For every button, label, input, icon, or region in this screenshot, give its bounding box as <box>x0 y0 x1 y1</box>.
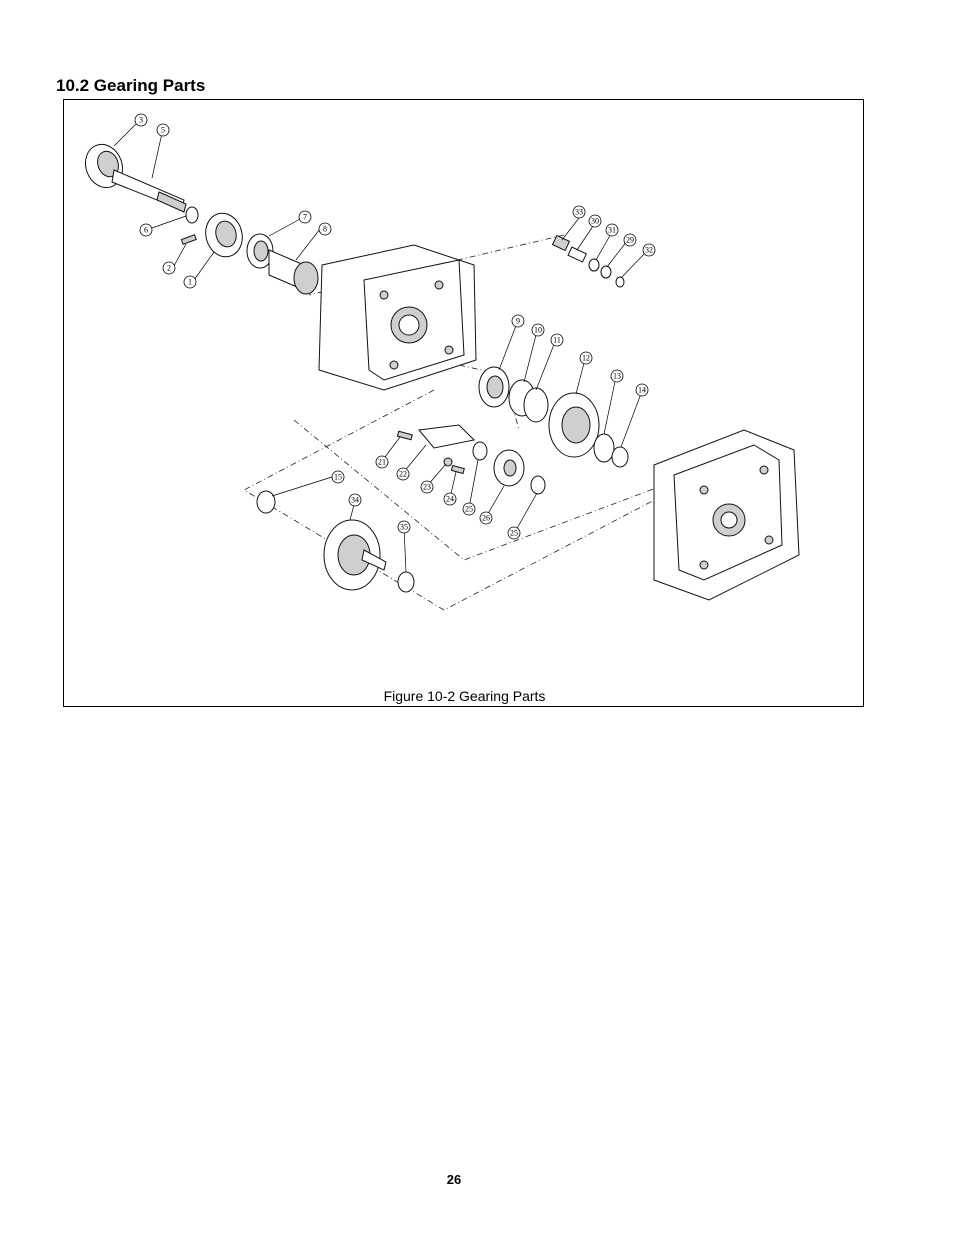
callout-21: 21 <box>375 455 389 469</box>
callout-26: 26 <box>479 511 493 525</box>
callout-25b: 25 <box>507 526 521 540</box>
svg-text:23: 23 <box>423 483 431 492</box>
svg-text:22: 22 <box>399 470 407 479</box>
svg-text:33: 33 <box>575 208 583 217</box>
callout-8: 8 <box>318 222 332 236</box>
svg-text:25: 25 <box>510 529 518 538</box>
svg-text:14: 14 <box>638 386 646 395</box>
callout-2: 2 <box>162 261 176 275</box>
callout-31: 31 <box>605 223 619 237</box>
callout-6: 6 <box>139 223 153 237</box>
svg-text:9: 9 <box>516 317 520 326</box>
svg-text:26: 26 <box>482 514 490 523</box>
intermediate-gear-stack <box>478 366 629 468</box>
svg-text:15: 15 <box>334 473 342 482</box>
callout-3: 3 <box>134 113 148 127</box>
callout-12: 12 <box>579 351 593 365</box>
callout-11: 11 <box>550 333 564 347</box>
svg-text:6: 6 <box>144 226 148 235</box>
svg-text:13: 13 <box>613 372 621 381</box>
callout-25: 25 <box>462 502 476 516</box>
svg-text:24: 24 <box>446 495 454 504</box>
svg-text:12: 12 <box>582 354 590 363</box>
svg-text:21: 21 <box>378 458 386 467</box>
assembly-line <box>458 364 520 431</box>
svg-text:7: 7 <box>303 213 307 222</box>
callout-13: 13 <box>610 369 624 383</box>
small-fittings <box>551 234 625 288</box>
svg-text:31: 31 <box>608 226 616 235</box>
callout-14: 14 <box>635 383 649 397</box>
svg-text:10: 10 <box>534 326 542 335</box>
callout-15: 15 <box>331 470 345 484</box>
figure-frame: 3 5 6 2 1 7 8 33 30 31 29 32 9 10 11 12 … <box>63 99 864 707</box>
idler-assembly <box>396 424 546 495</box>
callout-23: 23 <box>420 480 434 494</box>
svg-text:30: 30 <box>591 217 599 226</box>
collar-and-bolt <box>180 206 243 258</box>
svg-text:32: 32 <box>645 246 653 255</box>
gear-housing-rear-cover <box>653 429 800 601</box>
output-gear-assembly <box>256 490 415 593</box>
callout-35: 35 <box>397 520 411 534</box>
exploded-gearing-diagram: 3 5 6 2 1 7 8 33 30 31 29 32 9 10 11 12 … <box>84 113 800 611</box>
svg-text:25: 25 <box>465 505 473 514</box>
svg-text:29: 29 <box>626 236 634 245</box>
callout-9: 9 <box>511 314 525 328</box>
svg-text:1: 1 <box>188 278 192 287</box>
callout-7: 7 <box>298 210 312 224</box>
output-shaft-assembly <box>84 143 187 213</box>
svg-text:11: 11 <box>553 336 561 345</box>
callout-5: 5 <box>156 123 170 137</box>
svg-text:34: 34 <box>351 496 359 505</box>
gear-housing-front <box>318 244 477 391</box>
callout-32: 32 <box>642 243 656 257</box>
callout-24: 24 <box>443 492 457 506</box>
callout-10: 10 <box>531 323 545 337</box>
callout-33: 33 <box>572 205 586 219</box>
callout-22: 22 <box>396 467 410 481</box>
figure-caption: Figure 10-2 Gearing Parts <box>383 688 546 704</box>
svg-text:35: 35 <box>400 523 408 532</box>
callout-34: 34 <box>348 493 362 507</box>
assembly-line <box>243 389 665 611</box>
bearing-and-input-shaft <box>246 233 319 295</box>
page-number: 26 <box>446 1172 462 1187</box>
svg-text:5: 5 <box>161 126 165 135</box>
section-heading: 10.2 Gearing Parts <box>56 76 206 95</box>
assembly-line <box>293 419 705 561</box>
svg-text:8: 8 <box>323 225 327 234</box>
callout-29: 29 <box>623 233 637 247</box>
svg-text:3: 3 <box>139 116 143 125</box>
callout-1: 1 <box>183 275 197 289</box>
svg-text:2: 2 <box>167 264 171 273</box>
callout-30: 30 <box>588 214 602 228</box>
